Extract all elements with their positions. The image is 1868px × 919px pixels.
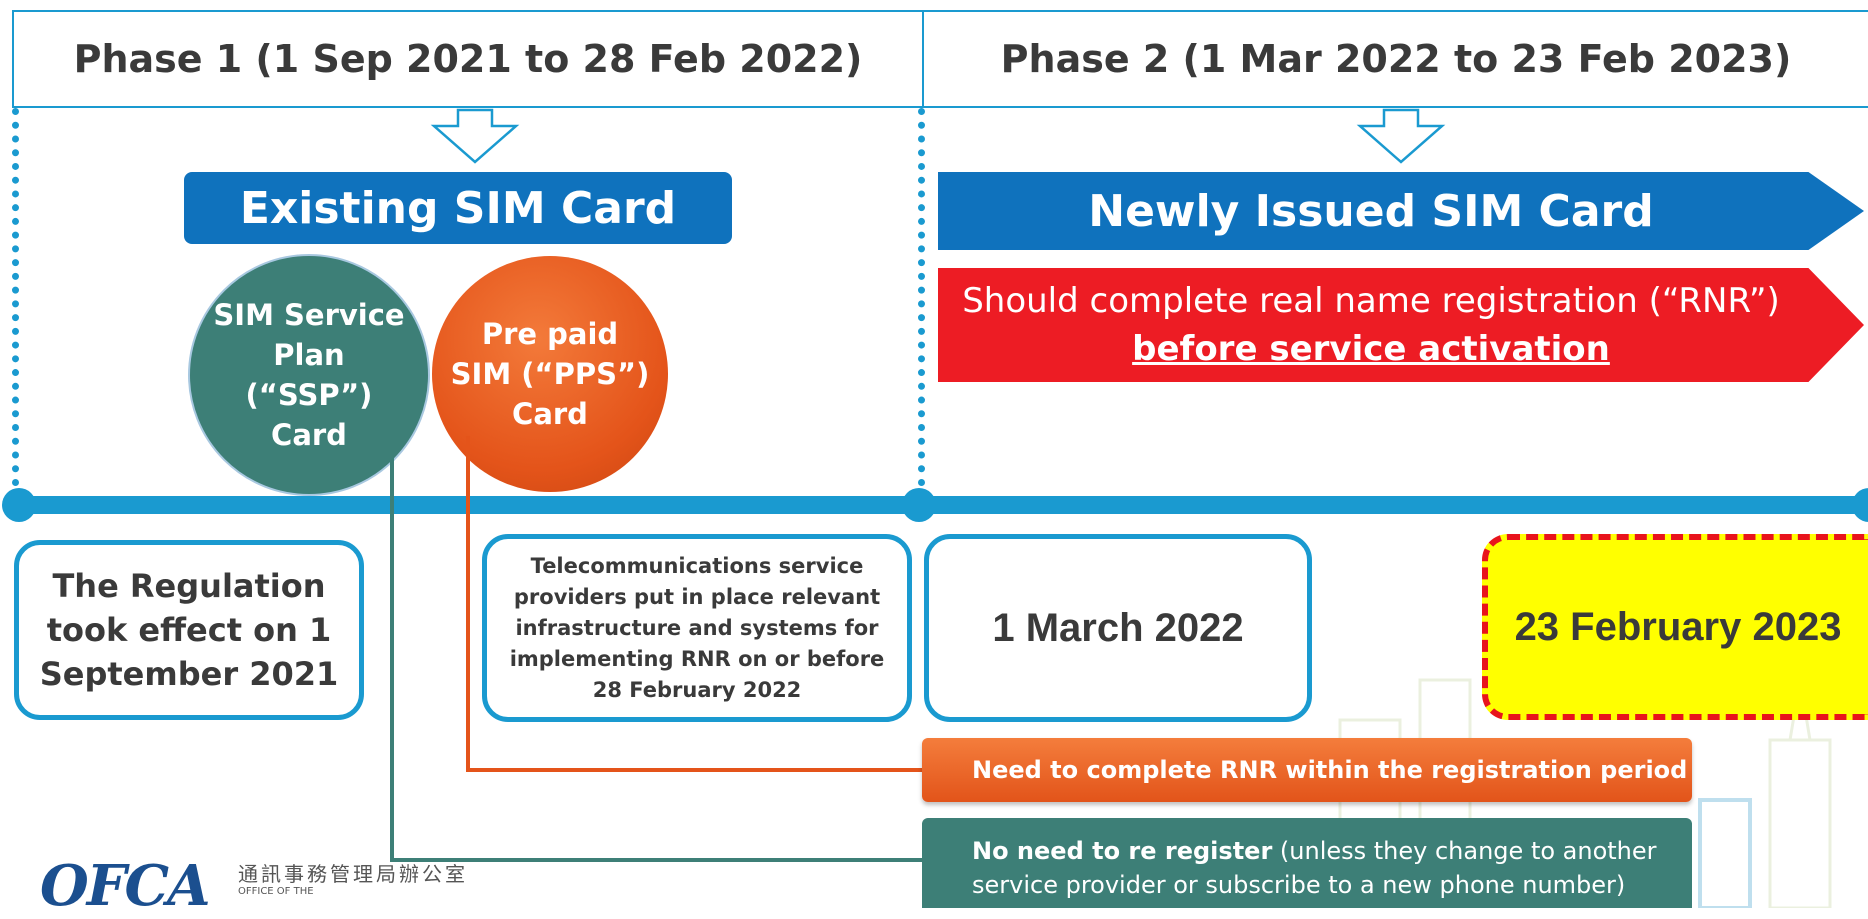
rnr-requirement-banner: Should complete real name registration (…: [938, 268, 1864, 382]
ssp-card-label: SIM Service Plan (“SSP”) Card: [213, 298, 405, 452]
regulation-effective-text: The Regulation took effect on 1 Septembe…: [39, 567, 339, 693]
ssp-card-circle: SIM Service Plan (“SSP”) Card: [188, 254, 430, 496]
ofca-logo: OFCA 通訊事務管理局辦公室 OFFICE OF THE: [40, 858, 500, 914]
rnr-requirement-text: Should complete real name registration (…: [962, 281, 1780, 321]
no-reregister-detail-text: (unless they change to another service p…: [972, 837, 1657, 899]
ofca-logo-mark: OFCA: [40, 853, 211, 919]
feb-2023-text: 23 February 2023: [1514, 604, 1842, 649]
pps-connector-line-horizontal: [466, 768, 924, 772]
timeline-dot-start: [2, 488, 36, 522]
phase-2-header: Phase 2 (1 Mar 2022 to 23 Feb 2023): [922, 10, 1868, 108]
ssp-connector-line-horizontal: [390, 858, 924, 862]
timeline-dot-end: [1852, 488, 1868, 522]
regulation-effective-box: The Regulation took effect on 1 Septembe…: [14, 540, 364, 720]
pps-card-label: Pre paid SIM (“PPS”) Card: [450, 317, 650, 431]
timeline-dot-middle: [902, 488, 936, 522]
phase-divider-dotted-line: [918, 108, 925, 500]
feb-2023-box: 23 February 2023: [1482, 534, 1868, 720]
phase-1-header: Phase 1 (1 Sep 2021 to 28 Feb 2022): [12, 10, 924, 108]
timeline-bar: [18, 496, 1868, 514]
ssp-connector-line: [390, 436, 394, 862]
telecom-infrastructure-text: Telecommunications service providers put…: [509, 553, 885, 702]
newly-issued-sim-card-banner: Newly Issued SIM Card: [938, 172, 1864, 250]
rnr-activation-text: before service activation: [1132, 329, 1610, 369]
pps-connector-line: [466, 436, 470, 770]
no-reregister-bold-text: No need to re register: [972, 837, 1273, 865]
phase-1-left-dotted-line: [12, 108, 19, 500]
march-2022-box: 1 March 2022: [924, 534, 1312, 722]
existing-sim-card-banner: Existing SIM Card: [184, 172, 732, 244]
ofca-logo-english: OFFICE OF THE: [238, 886, 314, 897]
no-reregister-note: No need to re register (unless they chan…: [922, 818, 1692, 908]
telecom-infrastructure-box: Telecommunications service providers put…: [482, 534, 912, 722]
ofca-logo-chinese: 通訊事務管理局辦公室: [238, 862, 468, 886]
phase-2-down-arrow-icon: [1356, 108, 1446, 164]
phase-1-down-arrow-icon: [430, 108, 520, 164]
rnr-period-note: Need to complete RNR within the registra…: [922, 738, 1692, 802]
pps-card-circle: Pre paid SIM (“PPS”) Card: [432, 256, 668, 492]
march-2022-text: 1 March 2022: [992, 605, 1244, 650]
